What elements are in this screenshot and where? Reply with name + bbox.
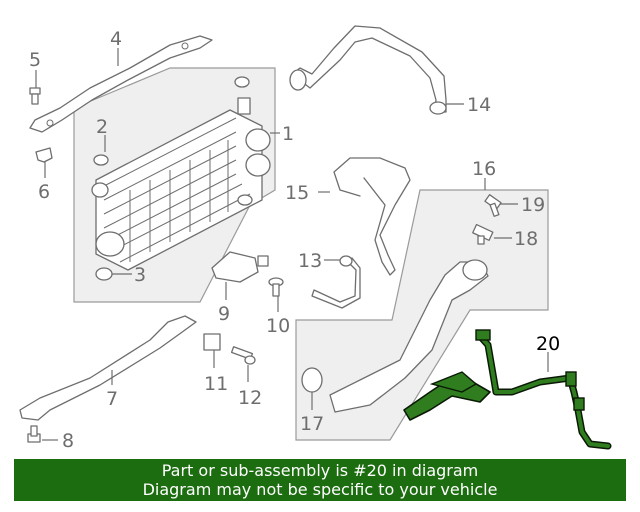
callout-13: 13 [298,250,322,272]
small-tube [311,257,361,309]
parts-diagram: 1 2 3 4 5 6 7 8 9 10 11 12 13 14 15 16 1… [19,25,612,452]
callout-4: 4 [110,28,122,50]
curved-hose [333,157,411,276]
callout-2: 2 [96,116,108,138]
upper-bracket [29,35,213,133]
callout-1: 1 [282,123,294,145]
callout-18: 18 [514,228,538,250]
bolt-8 [27,425,41,443]
air-tube [329,261,489,413]
tube-flange [462,259,488,281]
bolt-19 [484,194,502,217]
sensor-9 [211,251,269,283]
bolt-5 [29,87,41,105]
fitting-18 [472,223,494,245]
callout-20: 20 [536,333,560,355]
leader-lines [35,48,549,441]
callout-6: 6 [38,181,50,203]
callout-3: 3 [134,264,146,286]
callout-17: 17 [300,413,324,435]
notice-banner: Part or sub-assembly is #20 in diagram D… [14,459,626,501]
connector-11 [203,333,221,351]
notice-line-2: Diagram may not be specific to your vehi… [142,480,498,499]
callout-11: 11 [204,373,228,395]
o-ring-13 [339,255,353,267]
bolt-10 [268,277,284,297]
callout-5: 5 [29,49,41,71]
callout-8: 8 [62,430,74,452]
bracket-hole [46,119,54,127]
bolt-12 [230,346,256,365]
callout-12: 12 [238,387,262,409]
lower-bracket [19,315,197,421]
clip-6 [35,147,53,163]
callout-labels: 1 2 3 4 5 6 7 8 9 10 11 12 13 14 15 16 1… [29,28,560,452]
hose-end [429,101,447,115]
callout-16: 16 [472,158,496,180]
callout-15: 15 [285,182,309,204]
upper-hose [291,25,447,113]
callout-10: 10 [266,315,290,337]
bracket-hole [181,42,189,50]
callout-7: 7 [106,388,118,410]
o-ring-17 [301,367,323,393]
callout-14: 14 [467,94,491,116]
grommet-2 [93,154,109,166]
notice-line-1: Part or sub-assembly is #20 in diagram [161,461,479,480]
callout-19: 19 [521,194,545,216]
callout-9: 9 [218,303,230,325]
grommet-3 [95,267,113,281]
intercooler [91,76,271,271]
hose-end [289,69,307,91]
hose-assembly-20 [403,329,612,450]
